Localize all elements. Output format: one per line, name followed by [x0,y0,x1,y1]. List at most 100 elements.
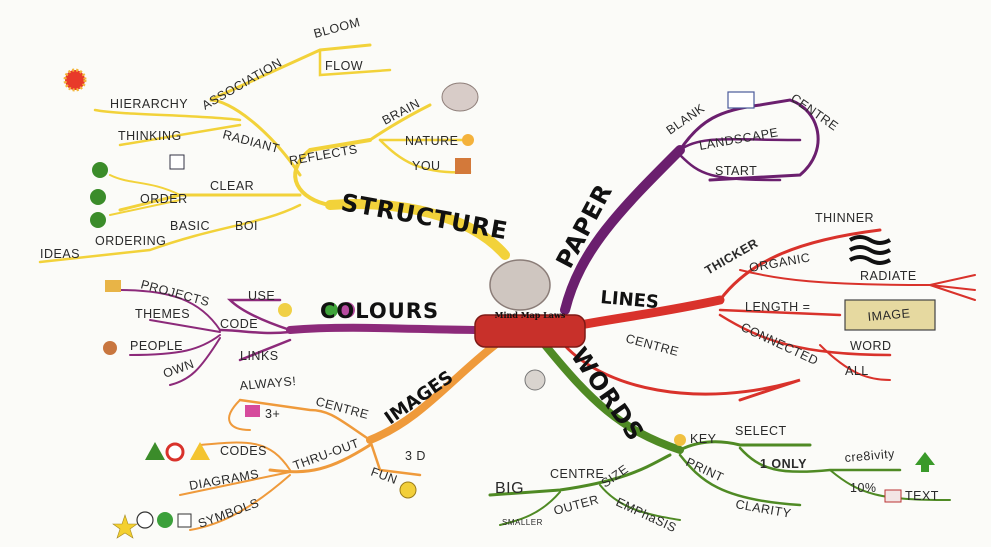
label-word: WORD [850,339,892,353]
colour-ball-green-icon [322,302,338,318]
label-3plus: 3+ [265,407,280,421]
smiley-icon [399,481,417,499]
thinner-lines-icon [848,235,892,265]
label-blank: BLANK [664,101,708,138]
label-cre8ivity: cre8ivity [844,447,896,465]
help-icon [157,512,173,528]
label-thinking: THINKING [118,129,182,143]
label-start: START [715,164,757,178]
label-boi: BOI [235,219,258,233]
label-radiant: RADIANT [221,127,281,156]
paper-branch-lines [560,98,820,315]
label-outer: OUTER [552,492,600,517]
label-key: KEY [690,432,717,446]
label-ideas: IDEAS [40,247,80,261]
structure-title: STRUCTURE [339,188,510,245]
label-smaller: SMALLER [502,518,543,527]
label-code: CODE [220,317,258,331]
label-diagrams: DIAGRAMS [188,467,260,493]
label-ordering: ORDERING [95,234,166,248]
brain-icon [441,82,479,112]
star-icon [112,514,138,539]
crayons-icon [245,405,260,417]
triangle-icon [145,442,165,460]
nature-icon [462,134,474,146]
label-always: ALWAYS! [239,374,297,393]
label-3d: 3 D [405,449,426,463]
number-1-icon [92,162,108,178]
up-arrow-icon [915,452,935,472]
label-radiate: RADIATE [860,269,917,283]
label-fun: FUN [369,465,399,487]
label-people: PEOPLE [130,339,183,353]
book-icon [884,489,902,503]
label-10-percent: 10% [850,481,877,495]
words-title: WORDS [565,342,650,446]
label-clear: CLEAR [210,179,254,193]
number-3-icon [90,212,106,228]
label-connected: CONNECTED [739,320,821,368]
label-lines-centre: CENTRE [624,331,680,359]
label-flow: FLOW [325,59,363,73]
label-text: TEXT [905,489,939,503]
label-landscape: LANDSCAPE [698,125,779,153]
label-select: SELECT [735,424,787,438]
label-length: LENGTH = [745,300,810,314]
lines-branch-lines [550,228,976,402]
colours-branch-lines [119,289,484,386]
center-label-box [474,314,586,348]
number-2-icon [90,189,106,205]
label-thinner: THINNER [815,211,874,225]
label-basic: BASIC [170,219,210,233]
images-branch-lines [179,341,499,531]
colours-title: COLOURS [320,299,439,323]
words-branch-lines [488,341,951,526]
label-codes: CODES [220,444,267,458]
center-brain-icon [489,259,551,311]
label-themes: THEMES [135,307,190,321]
warning-icon [190,442,210,460]
center-figure-icon [524,369,546,391]
people-icon [103,341,117,355]
label-bloom: BLOOM [312,15,362,41]
label-symbols: SYMBOLS [196,496,261,531]
you-icon [455,158,471,174]
central-image: Mind Map Laws [474,259,586,391]
blank-paper-icon [727,91,755,109]
label-brain: BRAIN [380,96,423,127]
label-1-only: 1 ONLY [760,457,807,471]
lines-title: LINES [600,287,660,313]
label-nature: NATURE [405,134,458,148]
label-own: OWN [161,357,196,381]
label-links: LINKS [240,349,279,363]
structure-branch-lines [38,43,510,264]
folder-icon [105,280,121,292]
label-emphasis: EMPhaSIS [614,495,679,535]
label-hierarchy: HIERARCHY [110,97,188,111]
label-images-centre: CENTRE [314,394,370,422]
info-icon [136,511,154,529]
label-projects: PROJECTS [139,277,211,309]
center-title: Mind Map Laws [495,310,566,320]
label-all: ALL [845,364,869,378]
images-title: IMAGES [381,367,457,429]
label-order: ORDER [140,192,188,206]
image-envelope-icon [844,299,936,331]
decorations [63,68,936,539]
label-you: YOU [412,159,441,173]
label-association: ASSOCIATION [200,55,285,112]
label-use: USE [248,289,275,303]
notepad-icon [177,513,192,528]
colour-ball-purple-icon [339,302,355,318]
cursor-icon [169,154,185,170]
key-icon [674,434,686,446]
sun-icon [63,68,87,92]
no-sign-icon [165,442,185,462]
label-image: IMAGE [867,306,911,324]
label-big: BIG [495,480,524,497]
label-paper-centre: CENTRE [788,91,841,134]
paint-palette-icon [278,303,292,317]
label-words-centre: CENTRE [550,467,604,481]
